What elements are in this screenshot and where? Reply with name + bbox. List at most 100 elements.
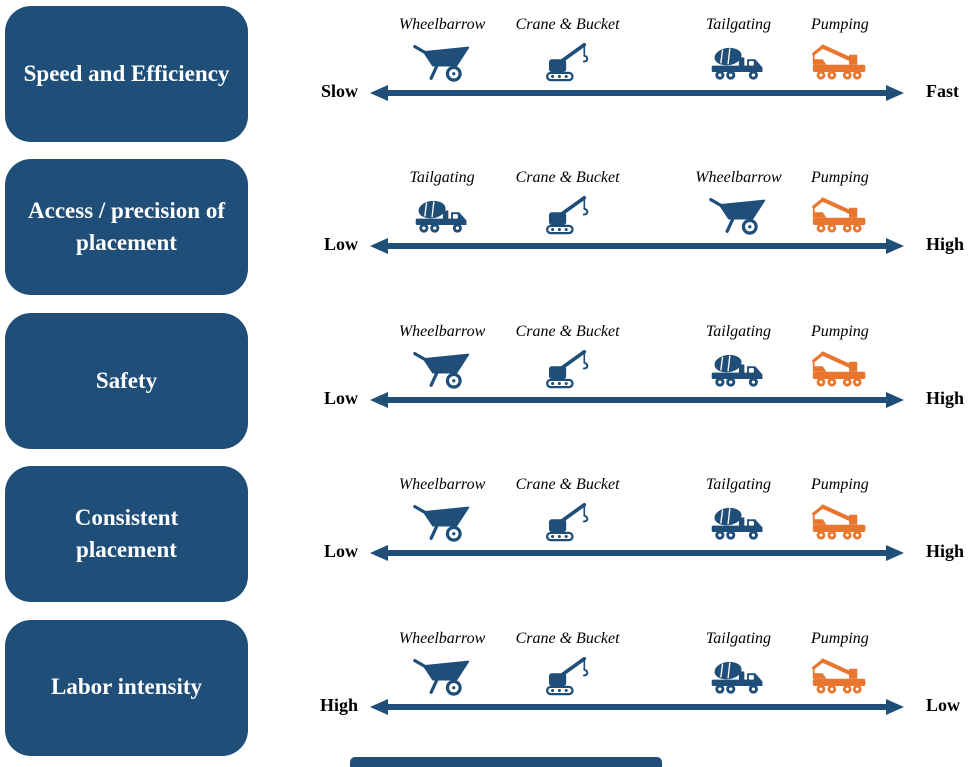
- cropped-element: [350, 757, 662, 767]
- method-slot: Crane & Bucket: [493, 16, 643, 83]
- method-slot: Crane & Bucket: [493, 323, 643, 390]
- criterion-box: Access / precision of placement: [5, 159, 248, 296]
- arrow-right-head-icon: [886, 238, 904, 255]
- scale-right-label: High: [926, 234, 965, 255]
- pump-truck-icon: [811, 348, 869, 390]
- axis: Slow Wheelbarrow Crane & Bucket: [278, 0, 978, 153]
- method-label: Pumping: [811, 629, 869, 647]
- criterion-row-labor: Labor intensity High Wheelbarrow Crane &…: [0, 614, 978, 767]
- method-slot: Pumping: [765, 169, 915, 236]
- arrow-right-head-icon: [886, 85, 904, 101]
- method-label: Wheelbarrow: [695, 169, 782, 187]
- scale-left-label: Low: [323, 234, 358, 255]
- arrow-left-head-icon: [370, 698, 388, 715]
- method-label: Wheelbarrow: [398, 476, 486, 494]
- crane-icon: [539, 41, 597, 83]
- double-headed-arrow: Wheelbarrow Crane & Bucket: [370, 323, 904, 408]
- arrow-left-head-icon: [370, 545, 388, 562]
- method-label: Tailgating: [705, 629, 772, 647]
- wheelbarrow-icon: [413, 41, 471, 83]
- scale-right-label: Fast: [926, 81, 959, 101]
- scale-left-label: High: [319, 694, 358, 715]
- arrow-shaft: [383, 90, 891, 96]
- axis: High Wheelbarrow Crane & Bucket: [278, 614, 978, 767]
- method-slot: Crane & Bucket: [493, 169, 643, 236]
- method-label: Pumping: [811, 476, 869, 494]
- criterion-box: Safety: [5, 312, 248, 449]
- criterion-label: Labor intensity: [50, 674, 203, 700]
- mixer-truck-icon: [709, 41, 767, 83]
- method-label: Crane & Bucket: [515, 322, 620, 340]
- scale-right-label: Low: [926, 694, 961, 715]
- axis: Low Wheelbarrow Crane & Bucket: [278, 460, 978, 613]
- crane-icon: [539, 655, 597, 697]
- wheelbarrow-icon: [413, 655, 471, 697]
- criterion-row-access: Access / precision of placement Low Tail…: [0, 153, 978, 306]
- criterion-label: Speed and Efficiency: [23, 60, 230, 86]
- method-label: Pumping: [811, 169, 869, 187]
- method-label: Crane & Bucket: [515, 629, 620, 647]
- pump-truck-icon: [811, 41, 869, 83]
- criterion-box: Speed and Efficiency: [5, 6, 248, 142]
- wheelbarrow-icon: [709, 194, 767, 236]
- criterion-row-speed: Speed and Efficiency Slow Wheelbarrow Cr…: [0, 0, 978, 153]
- method-slot: Pumping: [765, 323, 915, 390]
- double-headed-arrow: Tailgating Crane & Bucket: [370, 169, 904, 255]
- method-slot: Wheelbarrow: [367, 16, 517, 83]
- crane-icon: [539, 348, 597, 390]
- arrow-right-head-icon: [886, 545, 904, 562]
- arrow-left-head-icon: [370, 238, 388, 255]
- method-label: Tailgating: [705, 322, 772, 340]
- axis: Low Wheelbarrow Crane & Bucket: [278, 307, 978, 460]
- wheelbarrow-icon: [413, 348, 471, 390]
- arrow-right-head-icon: [886, 698, 904, 715]
- mixer-truck-icon: [709, 348, 767, 390]
- method-label: Wheelbarrow: [398, 629, 486, 647]
- scale-right-label: High: [926, 541, 965, 562]
- method-slot: Tailgating: [663, 323, 813, 390]
- criterion-label: Access / precision of placement: [28, 198, 225, 256]
- arrow-shaft: [383, 550, 891, 557]
- arrow-right-head-icon: [886, 391, 904, 408]
- mixer-truck-icon: [413, 194, 471, 236]
- method-label: Tailgating: [705, 16, 772, 33]
- double-headed-arrow: Wheelbarrow Crane & Bucket: [370, 16, 904, 101]
- scale-right-label: High: [926, 387, 965, 408]
- method-slot: Wheelbarrow: [663, 169, 813, 236]
- method-label: Crane & Bucket: [515, 476, 620, 494]
- wheelbarrow-icon: [413, 501, 471, 543]
- method-slot: Tailgating: [367, 169, 517, 236]
- method-slot: Wheelbarrow: [367, 630, 517, 697]
- scale-left-label: Slow: [320, 81, 358, 101]
- axis: Low Tailgating Crane: [278, 153, 978, 306]
- method-label: Crane & Bucket: [515, 16, 620, 33]
- criterion-box: Labor intensity: [5, 619, 248, 756]
- pump-truck-icon: [811, 501, 869, 543]
- method-label: Wheelbarrow: [398, 322, 486, 340]
- arrow-left-head-icon: [370, 85, 388, 101]
- method-label: Pumping: [811, 322, 869, 340]
- pump-truck-icon: [811, 194, 869, 236]
- mixer-truck-icon: [709, 655, 767, 697]
- method-slot: Tailgating: [663, 476, 813, 543]
- method-label: Tailgating: [705, 476, 772, 494]
- criterion-row-safety: Safety Low Wheelbarrow Crane & Bucket: [0, 307, 978, 460]
- scale-left-label: Low: [323, 387, 358, 408]
- criterion-box: Consistent placement: [5, 466, 248, 603]
- crane-icon: [539, 194, 597, 236]
- criterion-label: Consistent placement: [74, 504, 179, 563]
- criterion-row-consistency: Consistent placement Low Wheelbarrow Cra…: [0, 460, 978, 613]
- pump-truck-icon: [811, 655, 869, 697]
- arrow-left-head-icon: [370, 391, 388, 408]
- method-label: Tailgating: [409, 169, 475, 187]
- scale-left-label: Low: [323, 541, 358, 562]
- arrow-shaft: [383, 703, 891, 710]
- method-slot: Tailgating: [663, 630, 813, 697]
- double-headed-arrow: Wheelbarrow Crane & Bucket: [370, 630, 904, 715]
- arrow-shaft: [383, 396, 891, 403]
- method-slot: Crane & Bucket: [493, 476, 643, 543]
- crane-icon: [539, 501, 597, 543]
- method-slot: Tailgating: [663, 16, 813, 83]
- criterion-label: Safety: [95, 367, 158, 393]
